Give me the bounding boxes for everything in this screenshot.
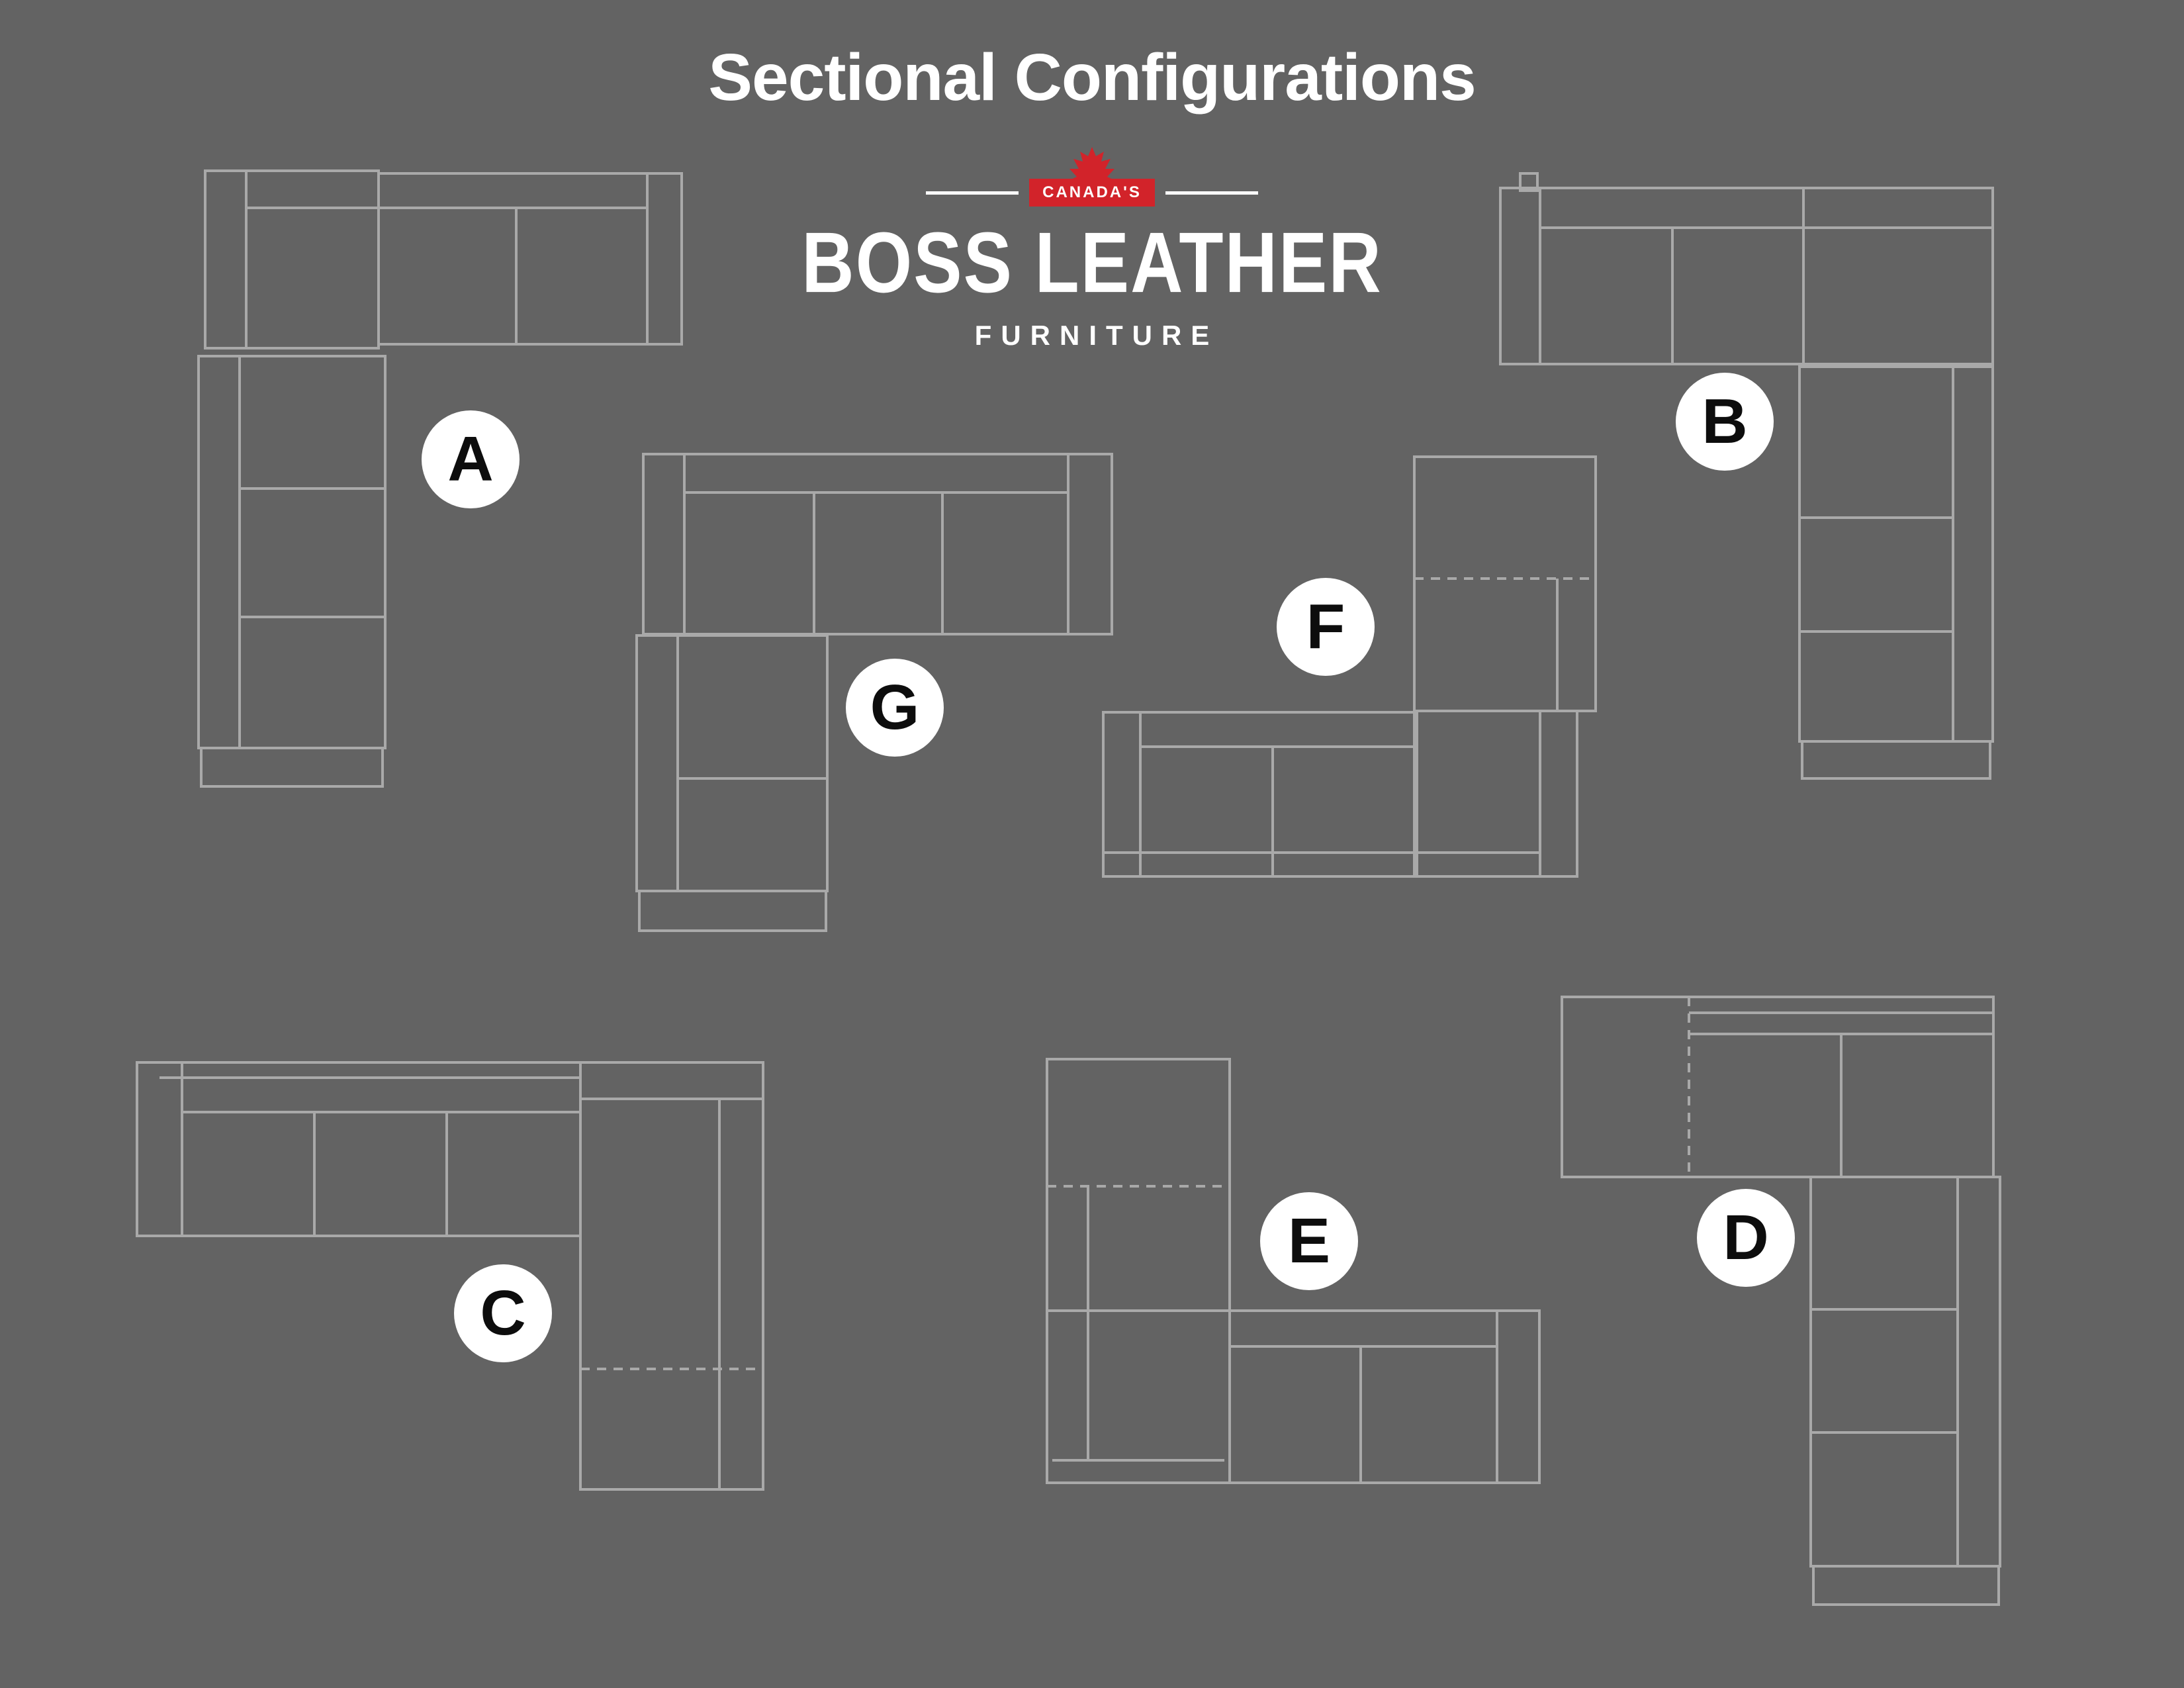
sectional-b-diagram bbox=[1499, 172, 1994, 780]
banner-left-rule bbox=[926, 191, 1019, 195]
config-label-b: B bbox=[1676, 373, 1774, 471]
canadas-banner: CANADA'S bbox=[926, 179, 1258, 207]
brand-logo: CANADA'S BOSS LEATHER FURNITURE bbox=[794, 147, 1390, 352]
config-label-f: F bbox=[1277, 578, 1375, 676]
banner-right-rule bbox=[1165, 191, 1258, 195]
sectional-e-diagram bbox=[1046, 1058, 1541, 1484]
sectional-a-diagram bbox=[197, 169, 683, 788]
maple-leaf-icon bbox=[1067, 147, 1117, 196]
config-label-a: A bbox=[422, 410, 520, 508]
page-title: Sectional Configurations bbox=[708, 40, 1476, 115]
config-label-g: G bbox=[846, 659, 944, 757]
sectional-c-diagram bbox=[136, 1061, 764, 1491]
brand-name: BOSS LEATHER bbox=[801, 214, 1383, 311]
config-label-e: E bbox=[1260, 1192, 1358, 1290]
brand-subtitle: FURNITURE bbox=[974, 320, 1219, 351]
config-label-c: C bbox=[454, 1264, 552, 1362]
sectional-d-diagram bbox=[1561, 996, 2001, 1606]
sectional-g-diagram bbox=[635, 453, 1113, 932]
config-label-d: D bbox=[1697, 1189, 1795, 1287]
sectional-f-diagram bbox=[1102, 455, 1597, 878]
canadas-label: CANADA'S bbox=[1029, 179, 1155, 207]
